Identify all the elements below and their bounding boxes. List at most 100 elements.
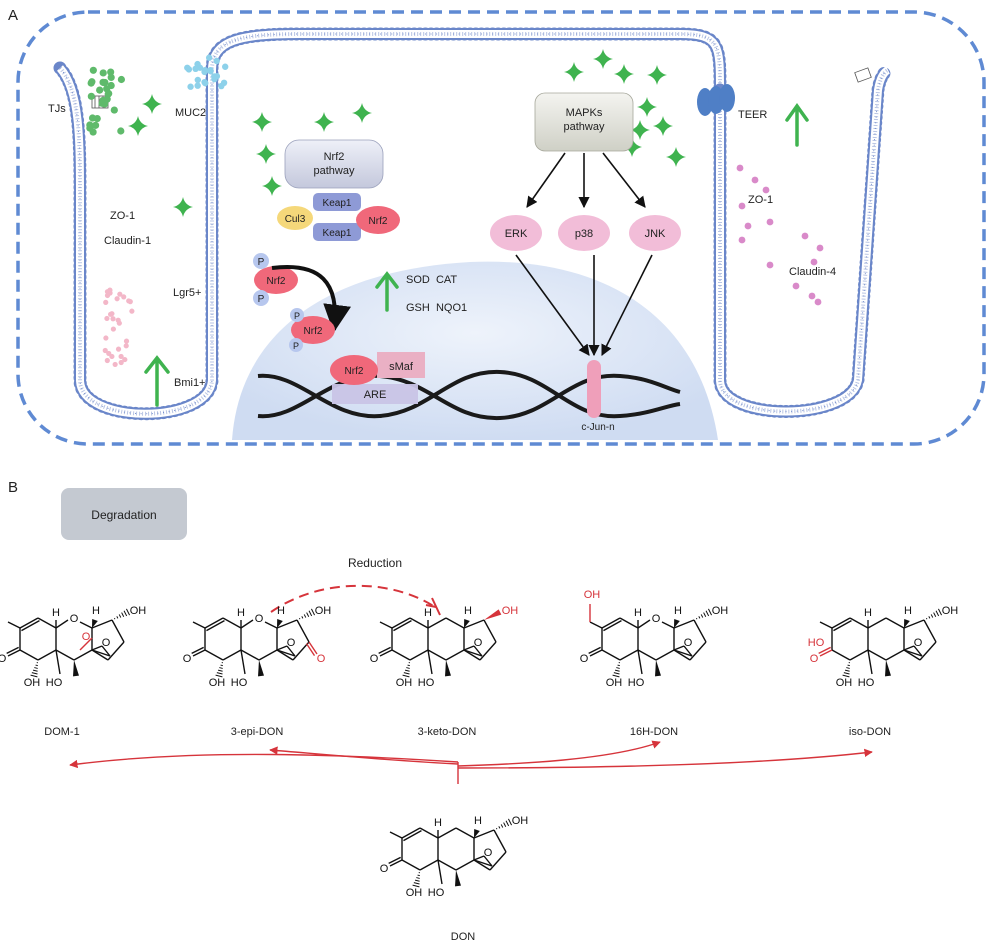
star-icon [630, 120, 650, 140]
reduction-inhibit-icon [425, 597, 441, 616]
bond-hash [416, 877, 420, 879]
compound-label-16h: 16H-DON [630, 726, 678, 738]
bond [409, 649, 429, 661]
star-icon [593, 49, 613, 69]
bond [463, 619, 485, 629]
bond-hash [310, 608, 316, 616]
bond [379, 621, 393, 629]
oxygen-label: O [70, 613, 79, 625]
membrane-left [53, 27, 727, 421]
phosphate-label: P [258, 294, 265, 305]
bond [240, 649, 260, 661]
bond-double [833, 620, 852, 632]
bond [111, 619, 125, 643]
bond [391, 617, 411, 629]
bond-hash [123, 610, 128, 617]
muc2-particle [184, 64, 191, 71]
bond-hash [298, 617, 301, 620]
bond [903, 645, 915, 651]
degradation-box [61, 488, 187, 540]
oxygen-label: O [474, 637, 483, 649]
bond-double [388, 856, 401, 864]
antioxidants-line2: GSH NQO1 [406, 302, 467, 314]
bond-hash [498, 826, 501, 829]
green-particle [91, 121, 100, 129]
up-arrow-icon [144, 102, 809, 407]
bond [55, 649, 61, 675]
star-icon [564, 62, 584, 82]
bond [91, 649, 111, 657]
star-icon [252, 112, 272, 132]
hydroxyl-label: HO [808, 637, 825, 649]
green-particle [86, 124, 94, 132]
bond [264, 621, 278, 629]
bond [601, 617, 621, 629]
green-particle [99, 69, 107, 77]
bond-hash [406, 667, 410, 669]
bond-hash [500, 824, 504, 828]
lgr5-label: Lgr5+ [173, 287, 201, 299]
compound-label-3keto: 3-keto-DON [418, 726, 477, 738]
bond-hash [125, 608, 131, 616]
bond-hash [403, 672, 410, 675]
cul3-node [277, 206, 313, 230]
nrf2-phos-label: Nrf2 [267, 276, 286, 287]
star-icon [637, 97, 657, 117]
compound-label-don: DON [451, 931, 476, 943]
claudin-particle [814, 298, 822, 306]
oxygen-label: O [287, 637, 296, 649]
pink-particle [126, 298, 132, 304]
bond-wedge [904, 618, 910, 628]
bond [19, 617, 39, 629]
bond [831, 617, 851, 629]
zo1-left-label: ZO-1 [110, 210, 135, 222]
claudin4-label: Claudin-4 [789, 266, 836, 278]
bond-hash [616, 667, 620, 669]
bond-hash [215, 674, 223, 678]
bond [389, 831, 403, 839]
star-icon [262, 176, 282, 196]
bond [445, 617, 465, 629]
muc2-particle [194, 82, 201, 89]
green-particle [96, 86, 104, 94]
bond [455, 859, 475, 871]
dashed-cell-border [16, 10, 986, 446]
bond [867, 649, 873, 675]
green-particle [117, 75, 126, 84]
star-icon [314, 112, 334, 132]
oxygen-label: O [183, 653, 192, 665]
bond [37, 617, 57, 629]
bond [419, 827, 439, 839]
bond-double [378, 646, 391, 654]
bond [91, 649, 109, 661]
claudin-particle [766, 218, 774, 226]
bond-hash [612, 674, 620, 678]
hydrogen-label: H [474, 815, 482, 827]
pink-particle [114, 296, 120, 302]
claudin-particle [751, 176, 759, 184]
p38-node [558, 215, 610, 251]
claudin-particle [816, 244, 824, 252]
membrane-left-tails [58, 32, 722, 416]
p38-label: p38 [575, 228, 593, 240]
bond-hash [930, 614, 934, 618]
bond [401, 859, 421, 871]
hydrogen-label: H [92, 605, 100, 617]
bond [55, 649, 75, 661]
pink-particle [129, 308, 135, 314]
bond [276, 619, 298, 629]
bond-double [206, 620, 225, 632]
mapk-arrows [515, 152, 653, 357]
oxygen-label: O [317, 653, 326, 665]
keap1-top-node [313, 193, 361, 211]
muc2-particle [220, 79, 228, 87]
smaf-label: sMaf [389, 361, 414, 373]
muc2-particle [207, 67, 214, 75]
jnk-label: JNK [645, 228, 666, 240]
antioxidants-line1: SOD CAT [406, 274, 457, 286]
bond-double [191, 646, 204, 654]
pink-particle [115, 346, 122, 352]
bond-double [818, 646, 831, 654]
bond [819, 621, 833, 629]
smaf-box [377, 352, 425, 378]
